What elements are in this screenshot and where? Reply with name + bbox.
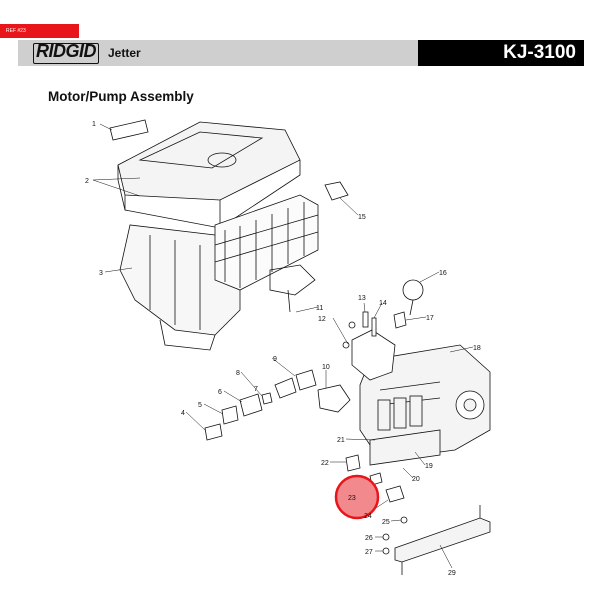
callout-5: 5: [198, 402, 202, 409]
callout-14: 14: [379, 300, 387, 307]
callout-7: 7: [254, 386, 258, 393]
leader-lines: [92, 123, 474, 569]
callout-26: 26: [365, 535, 373, 542]
callout-22: 22: [321, 460, 329, 467]
page-title: Motor/Pump Assembly: [48, 89, 194, 104]
highlighted-part-circle: [334, 474, 380, 520]
product-name: Jetter: [108, 46, 141, 60]
brand-logo: RIDGID: [36, 41, 97, 61]
reference-tag: REF #23: [0, 24, 79, 38]
callout-18: 18: [473, 345, 481, 352]
callout-25: 25: [382, 519, 390, 526]
callout-4: 4: [181, 410, 185, 417]
brand-logo-frame: [33, 43, 99, 64]
callout-17: 17: [426, 315, 434, 322]
callout-8: 8: [236, 370, 240, 377]
callout-3: 3: [99, 270, 103, 277]
callout-labels: 1 2 3 4 5 6 7 8 9 10 11 12 13 14 15 16 1…: [85, 121, 481, 577]
callout-19: 19: [425, 463, 433, 470]
callout-11: 11: [316, 305, 323, 312]
callout-12: 12: [318, 316, 326, 323]
callout-16: 16: [439, 270, 447, 277]
engine-drawing: [117, 121, 319, 351]
callout-27: 27: [365, 549, 373, 556]
callout-13: 13: [358, 295, 366, 302]
callout-24: 24: [364, 513, 372, 520]
pump-drawing: [351, 329, 491, 575]
callout-1: 1: [92, 121, 96, 128]
callout-29: 29: [448, 570, 456, 577]
model-band: [418, 40, 584, 66]
callout-2: 2: [85, 178, 89, 185]
callout-23: 23: [348, 495, 356, 502]
callout-21: 21: [337, 437, 345, 444]
callout-15: 15: [358, 214, 366, 221]
callout-9: 9: [273, 356, 277, 363]
callout-10: 10: [322, 364, 330, 371]
callout-20: 20: [412, 476, 420, 483]
callout-6: 6: [218, 389, 222, 396]
model-number: KJ-3100: [503, 42, 576, 63]
